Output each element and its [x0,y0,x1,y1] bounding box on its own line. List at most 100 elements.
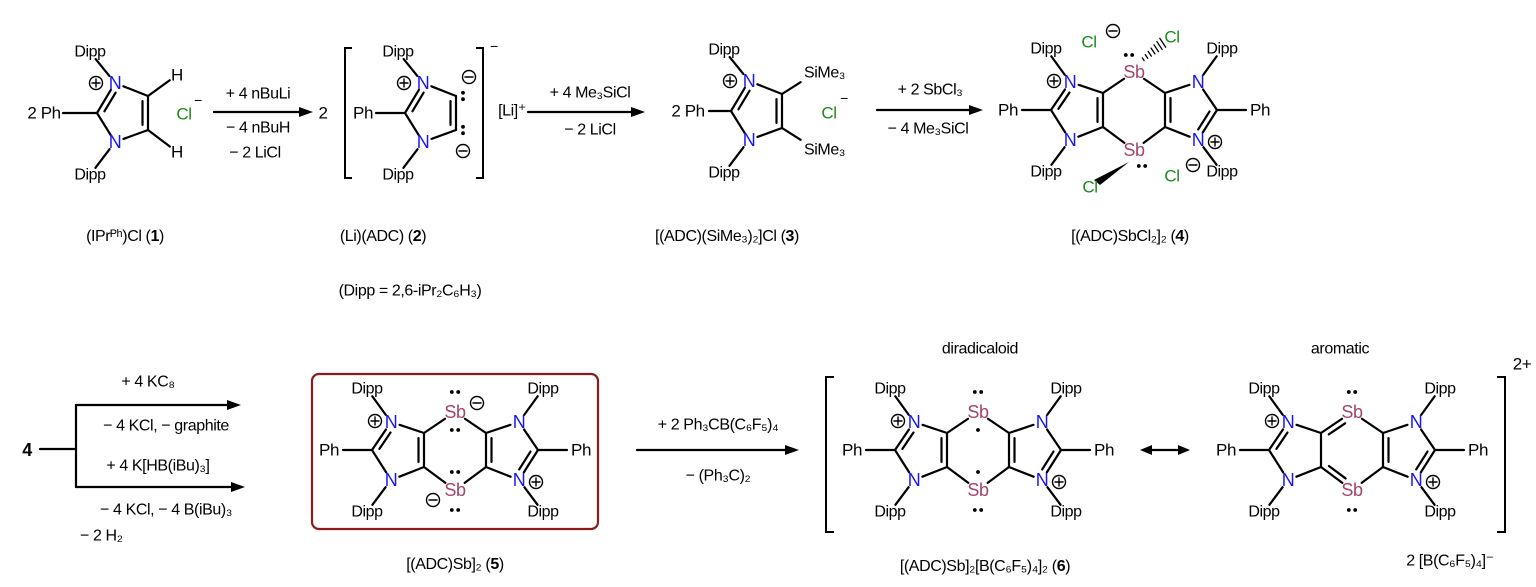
double-bond-inner [1197,110,1211,131]
nitrogen-atom: N [417,73,430,93]
arrowhead-icon [227,400,241,410]
arrowhead-icon [785,445,799,455]
dipp-bond [94,148,111,169]
trimethylsilyl-group: SiMe₃ [804,142,845,159]
hashed-bond [1141,57,1145,62]
dipp-substituent: Dipp [351,381,383,398]
compound-number: 4 [1175,228,1184,245]
phenyl-substituent: Ph [998,101,1018,120]
antimony-atom: Sb [444,480,466,500]
step2-byproduct: − 2 LiCl [564,122,616,139]
left-bracket [825,376,834,533]
dipp-substituent: Dipp [1248,504,1280,521]
dipp-bond [1046,395,1062,416]
bond [1049,88,1067,112]
compound-name: [(ADC)Sb]₂ [406,556,481,573]
dipp-substituent: Dipp [1424,504,1456,521]
nitrogen-atom: N [1064,130,1077,150]
chloride-anion: Cl [1081,33,1096,52]
phenyl-substituent: Ph [353,104,373,123]
antimony-atom: Sb [1341,480,1363,500]
arrowhead-icon [231,482,245,492]
chlorine-atom: Cl [1082,178,1097,197]
dipp-substituent: Dipp [1424,381,1456,398]
electron-dot [449,428,454,432]
single-bond [484,465,512,478]
dipp-definition: (Dipp = 2,6-iPr₂C₆H₃) [339,283,482,300]
nitrogen-atom: N [1192,130,1205,150]
compound-label: [(ADC)Sb]₂[B(C₆F₅)₄]₂ (6) [900,558,1070,575]
dipp-bond [402,57,419,78]
phenyl-substituent: Ph [842,441,862,460]
bond [95,88,112,115]
hashed-bond [1147,50,1152,57]
nitrogen-atom: N [513,412,526,432]
dipp-bond [1202,55,1218,76]
bond [1201,108,1219,134]
compound-label: [(ADC)Sb]₂ (5) [406,556,504,573]
single-bond [463,417,488,435]
single-bond [484,423,512,435]
single-bond [398,465,426,478]
dipp-substituent: Dipp [382,44,414,61]
compound-number-close: ) [421,228,426,245]
electron-dot [461,124,465,129]
dipp-bond [1046,486,1062,506]
phenyl-substituent: 2 Ph [27,104,60,123]
arrowhead-icon [969,105,983,115]
resonance-label-diradicaloid: diradicaloid [942,341,1018,358]
dipp-substituent: Dipp [708,165,740,182]
single-bond [756,83,784,96]
compound-label: (IPrᴾʰ)Cl (1) [86,228,164,245]
hydrogen-atom: H [171,66,183,85]
single-bond [403,111,420,137]
antimony-atom: Sb [1341,402,1363,422]
compound-number: 5 [490,556,499,573]
single-bond [780,126,802,141]
double-bond-inner [1327,422,1347,436]
double-bond-inner [1327,464,1347,480]
double-bond-inner [1057,91,1071,110]
single-bond [1295,423,1323,435]
single-bond [522,428,540,452]
single-bond [1007,423,1035,435]
right-bracket [476,47,484,179]
hashed-bond [1153,44,1160,53]
compound-number-close: ) [499,556,504,573]
route1-reagent: + 4 KC₈ [121,374,174,391]
antimony-atom: Sb [1123,62,1145,82]
electron-dot [461,90,465,95]
single-bond [422,417,447,435]
arrowhead-icon [1140,445,1152,455]
lithium-cation: [Li]⁺ [498,103,526,120]
route2-byproduct: − 2 H₂ [80,528,123,545]
electron-dot [456,508,461,512]
step3-reagent: + 2 SbCl₃ [898,82,963,99]
electron-dot [1353,390,1358,394]
electron-dot [456,390,461,394]
single-bond [1360,417,1385,435]
dipp-bond [894,395,910,416]
dipp-substituent: Dipp [1050,381,1082,398]
single-bond [893,448,911,474]
electron-dot [456,470,461,474]
nitrogen-atom: N [1410,412,1423,432]
phenyl-substituent: Ph [1094,441,1114,460]
compound-name: [(ADC)SbCl₂]₂ [1071,228,1166,245]
nitrogen-atom: N [109,73,122,93]
bond [1419,448,1437,474]
dipp-bond [94,57,111,78]
starting-compound-4: 4 [22,440,32,460]
chloride-anion: Cl [821,104,836,123]
dipp-bond [523,395,539,416]
single-bond [463,465,488,484]
bond [1267,428,1285,452]
dipp-substituent: Dipp [708,42,740,59]
dipp-bond [728,55,745,76]
single-bond [921,465,949,478]
single-bond [146,79,171,98]
dipp-bond [1050,55,1066,76]
anion-charge: − [194,92,202,108]
compound-label: [(ADC)SbCl₂]₂ (4) [1071,228,1189,245]
